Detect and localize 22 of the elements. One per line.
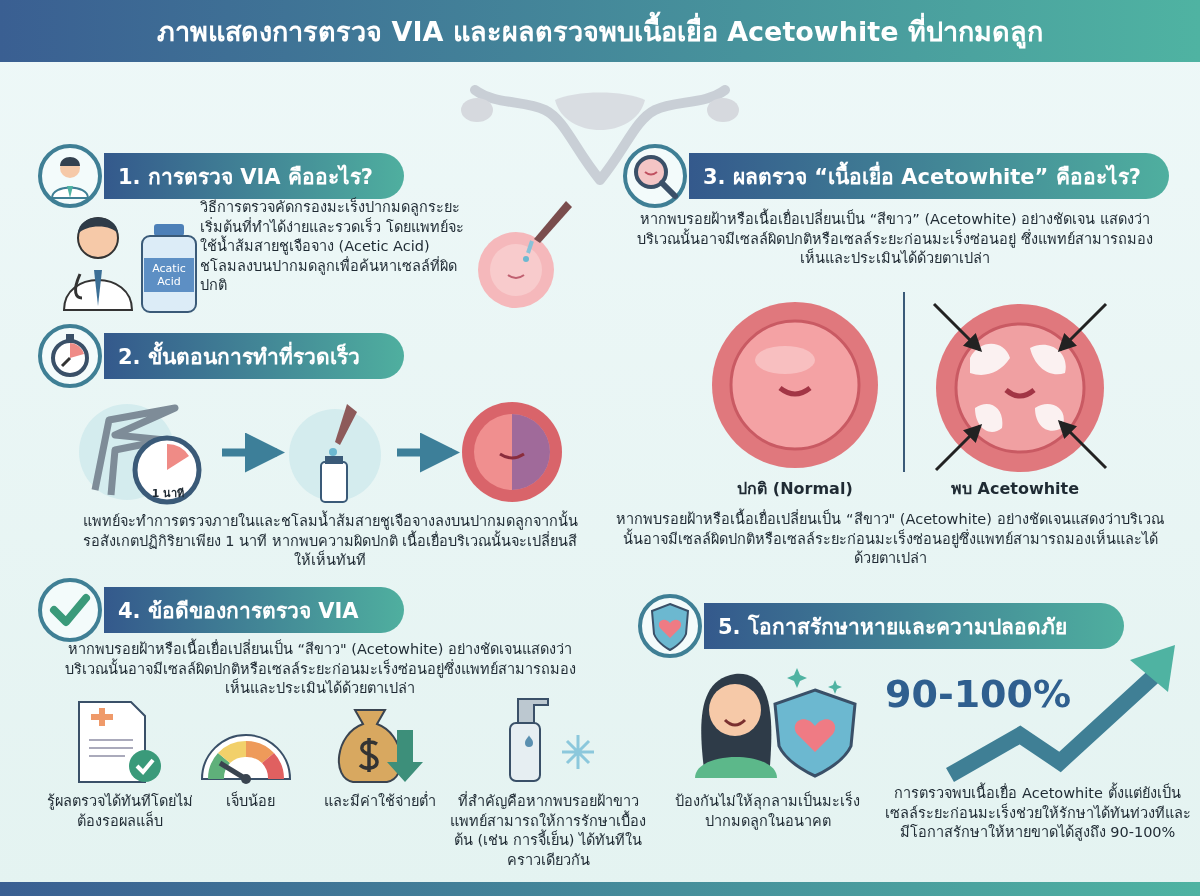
benefit-caption: ป้องกันไม่ให้ลุกลามเป็นมะเร็งปากมดลูกในอนาคต <box>674 792 861 832</box>
section-header: 3. ผลตรวจ “เนื้อเยื่อ Acetowhite” คืออะไร? <box>689 153 1169 199</box>
benefit-caption: และมีค่าใช้จ่ายต่ำ <box>323 792 437 811</box>
result-label: ปกติ (Normal) <box>736 478 854 500</box>
description-text: วิธีการตรวจคัดกรองมะเร็งปากมดลูกระยะเริ่มต้นที่ทำได้ง่ายและรวดเร็ว โดยแพทย์จะใช้น้ำส้มสายชูเจือจาง (Acetic Acid) ชโลมลงบนปากมดลูกเพื่อค้นหาเซลล์ที่ผิดปกติ <box>200 198 465 296</box>
benefit-caption: รู้ผลตรวจได้ทันทีโดยไม่ต้องรอผลแล็บ <box>46 792 194 831</box>
clock-text: 1 นาที <box>150 486 186 500</box>
description-text: การตรวจพบเนื้อเยื่อ Acetowhite ตั้งแต่ยังเป็นเซลล์ระยะก่อนมะเร็งช่วยให้รักษาได้ทันท่วงทีและมีโอกาสรักษาให้หายขาดได้สูงถึง 90-100% <box>880 784 1195 872</box>
description-text: หากพบรอยฝ้าหรือเนื้อเยื่อเปลี่ยนเป็น “สีขาว” (Acetowhite) อย่างชัดเจน แสดงว่าบริเวณนั้นอาจมีเซลล์ผิดปกติหรือเซลล์ระยะก่อนมะเร็งซ่อนอยู่ ซึ่งแพทย์สามารถมองเห็นและประเมินได้ด้วยตาเปล่า <box>625 210 1165 282</box>
cervix-drawing <box>460 400 565 505</box>
percentage-figure: 90-100% <box>885 672 1073 718</box>
bottle-label: Acatic Acid <box>151 262 187 291</box>
benefit-caption: เจ็บน้อย <box>224 792 276 811</box>
description-text: แพทย์จะทำการตรวจภายในและชโลมน้ำส้มสายชูเจือจางลงบนปากมดลูกจากนั้นรอสังเกตปฏิกิริยาเพียง 1 นาที หากพบความผิดปกติ เนื้อเยื่อบริเวณนั้นจะเปลี่ยนสีให้เห็นทันที <box>75 512 585 582</box>
page-title: ภาพแสดงการตรวจ VIA และผลตรวจพบเนื้อเยื่อ Acetowhite ที่ปากมดลูก <box>0 0 1200 62</box>
description-text: หากพบรอยฝ้าหรือเนื้อเยื่อเปลี่ยนเป็น “สีขาว" (Acetowhite) อย่างชัดเจนแสดงว่าบริเวณนั้นอาจมีเซลล์ผิดปกติหรือเซลล์ระยะก่อนมะเร็งซ่อนอยู่ซึ่งแพทย์สามารถมองเห็นและประเมินได้ด้วยตาเปล่า <box>55 640 585 702</box>
description-text: หากพบรอยฝ้าหรือเนื้อเยื่อเปลี่ยนเป็น “สีขาว" (Acetowhite) อย่างชัดเจนแสดงว่าบริเวณนั้นอาจมีเซลล์ผิดปกติหรือเซลล์ระยะก่อนมะเร็งซ่อนอยู่ซึ่งแพทย์สามารถมองเห็นและได้ด้วยตาเปล่า <box>615 510 1165 582</box>
section-header: 4. ข้อดีของการตรวจ VIA <box>104 587 404 633</box>
section-header: 5. โอกาสรักษาหายและความปลอดภัย <box>704 603 1124 649</box>
section-header: 2. ขั้นตอนการทำที่รวดเร็ว <box>104 333 404 379</box>
benefit-caption: ที่สำคัญคือหากพบรอยฝ้าขาวแพทย์สามารถให้การรักษาเบื้องต้น (เช่น การจี้เย็น) ได้ทันทีในคราวเดียวกัน <box>449 792 647 870</box>
result-label: พบ Acetowhite <box>949 478 1081 500</box>
